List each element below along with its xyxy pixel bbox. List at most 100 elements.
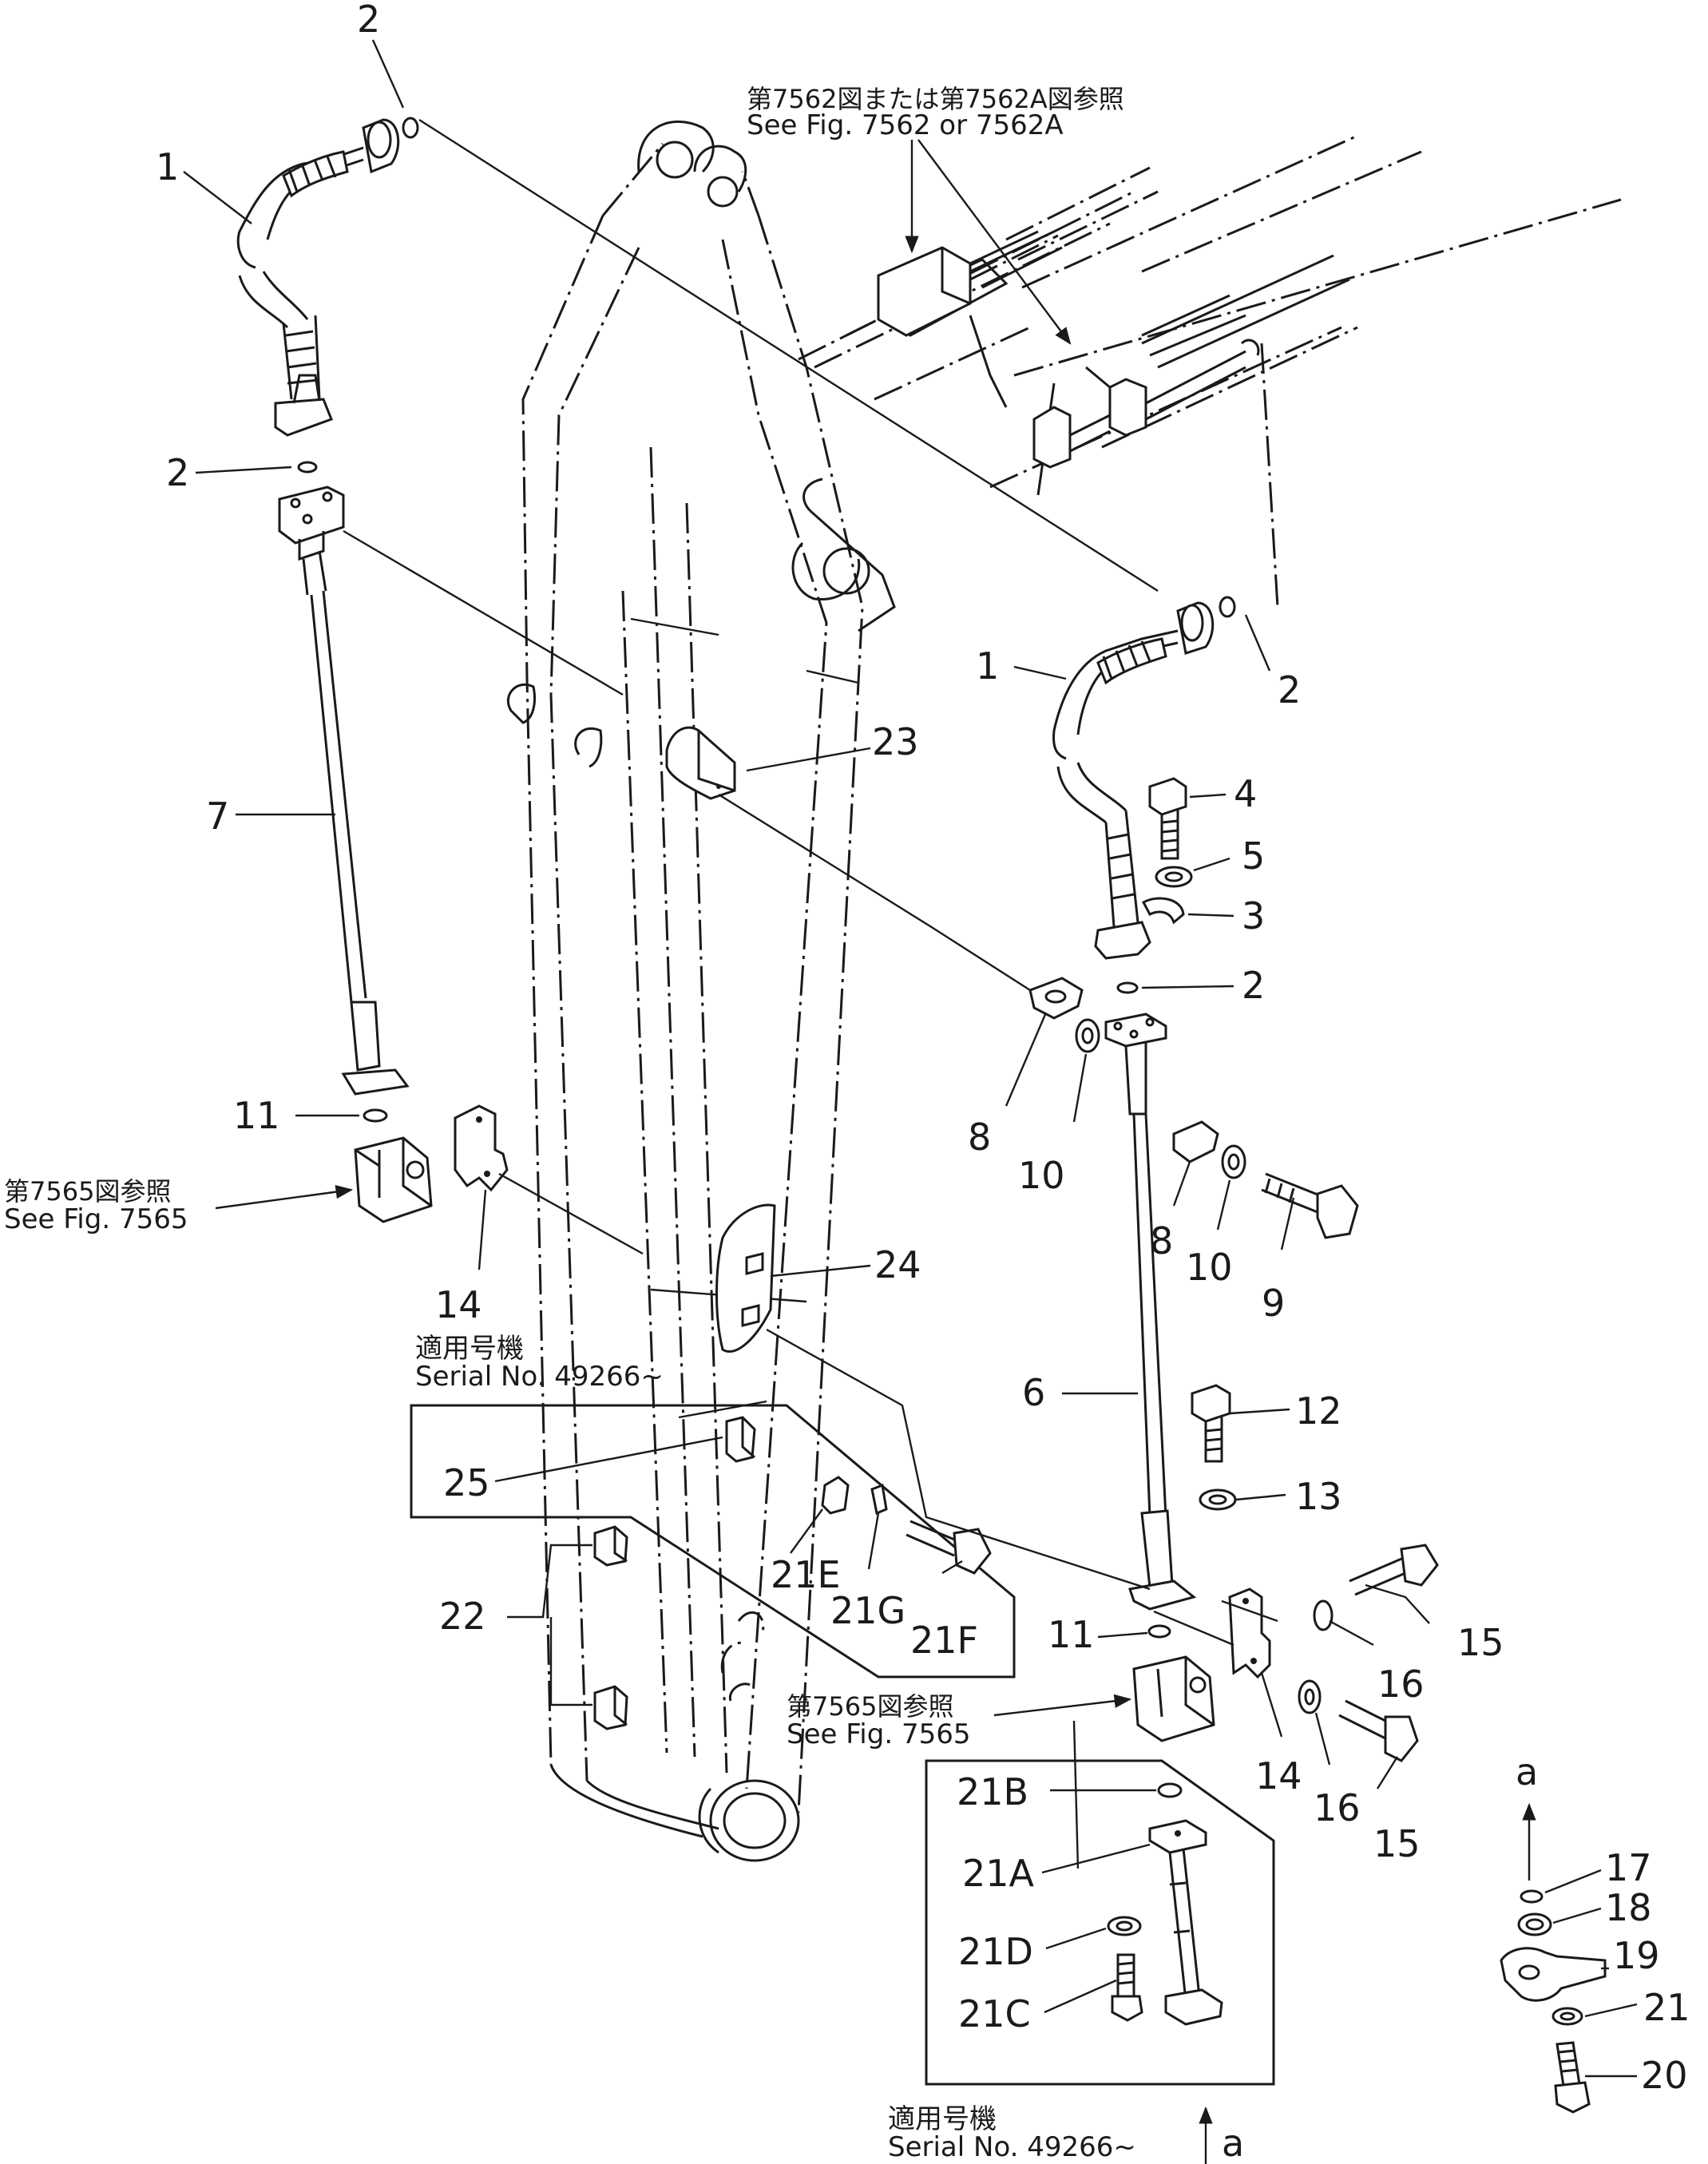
callout-2-left-mid: 2 — [166, 451, 189, 494]
ref-left-en: See Fig. 7565 — [4, 1203, 188, 1235]
callout-21-view-a: 21 — [1643, 1986, 1690, 2029]
callout-numbers: 1 2 2 7 11 14 23 1 2 4 5 3 2 8 10 8 10 9… — [156, 0, 1690, 2097]
clamp-8-lower — [1172, 1120, 1219, 1163]
oring-21b — [1157, 1782, 1183, 1798]
callout-24: 24 — [874, 1243, 921, 1286]
callout-20: 20 — [1641, 2054, 1688, 2097]
left-hose-lower-flange — [274, 398, 333, 437]
oring-17 — [1520, 1889, 1544, 1904]
callout-15-upper: 15 — [1457, 1621, 1504, 1664]
callout-1-right: 1 — [976, 644, 999, 688]
left-pipe-upper-flange — [278, 486, 345, 545]
callout-19: 19 — [1613, 1934, 1660, 1977]
left-oring-mid — [297, 461, 318, 474]
right-oring-top — [1219, 596, 1236, 618]
bolt-21f — [953, 1528, 992, 1575]
bolt-21c — [1111, 1995, 1143, 2022]
callout-21d: 21D — [958, 1930, 1033, 1973]
callout-9: 9 — [1262, 1282, 1285, 1325]
serial-box-lower — [925, 1759, 1275, 2086]
plate-24 — [715, 1203, 776, 1353]
callout-23: 23 — [872, 720, 919, 763]
ref-left-jp: 第7565図参照 — [4, 1176, 171, 1207]
serial-lower-en: Serial No. 49266~ — [888, 2131, 1136, 2163]
view-mark-lower: a — [1222, 2122, 1244, 2164]
right-hose-assembly — [1052, 596, 1271, 1742]
serial-box-upper — [410, 1404, 1016, 1678]
clamp-8-upper — [1028, 977, 1084, 1020]
washer-16-upper — [1313, 1599, 1334, 1631]
split-flange-19 — [1500, 1947, 1607, 2002]
ref-mid-jp: 第7565図参照 — [787, 1691, 953, 1722]
callout-5: 5 — [1242, 834, 1265, 878]
leader-lines — [183, 39, 1638, 2078]
ref-mid-en: See Fig. 7565 — [787, 1718, 970, 1750]
callout-21b: 21B — [957, 1770, 1028, 1813]
clip-21e — [821, 1476, 850, 1515]
serial-upper-jp: 適用号機 — [415, 1333, 524, 1365]
right-hose-lower-flange — [1094, 921, 1151, 960]
bolt-9 — [1316, 1184, 1359, 1239]
callout-14-left: 14 — [435, 1283, 482, 1326]
ref-top-jp: 第7562図または第7562A図参照 — [747, 84, 1124, 114]
hardware — [665, 726, 1439, 1762]
callout-16-lower: 16 — [1314, 1786, 1361, 1829]
left-bracket-14 — [454, 1104, 509, 1192]
callout-3: 3 — [1242, 894, 1265, 937]
serial-lower-jp: 適用号機 — [888, 2103, 997, 2135]
valve-flange-right — [1108, 378, 1147, 437]
left-pipe-lower-flange — [341, 1068, 410, 1096]
callout-1-left: 1 — [156, 145, 179, 188]
callout-8-upper: 8 — [968, 1116, 991, 1159]
callout-10-lower: 10 — [1186, 1246, 1233, 1289]
callout-21f: 21F — [910, 1619, 978, 1662]
callout-2-right-top: 2 — [1278, 668, 1301, 711]
callout-16-upper: 16 — [1377, 1663, 1425, 1706]
plate-21g — [870, 1483, 888, 1516]
right-bracket-14 — [1228, 1587, 1271, 1679]
callout-21g: 21G — [830, 1589, 906, 1632]
serial-variant-lower: 適用号機 Serial No. 49266~ — [888, 1759, 1275, 2163]
callout-8-lower: 8 — [1150, 1219, 1173, 1262]
callout-4: 4 — [1234, 772, 1257, 815]
callout-10-upper: 10 — [1018, 1154, 1065, 1197]
callout-2-right-mid: 2 — [1242, 964, 1265, 1007]
fig-7562-reference: 第7562図または第7562A図参照 See Fig. 7562 or 7562… — [747, 84, 1260, 469]
clips-22 — [593, 1525, 628, 1730]
bolt-20 — [1554, 2081, 1591, 2114]
right-oring-11 — [1147, 1624, 1171, 1639]
valve-flange-left — [1032, 406, 1072, 469]
bolt-15-upper — [1400, 1544, 1439, 1587]
ref-top-en: See Fig. 7562 or 7562A — [747, 109, 1064, 141]
bolt-15-lower — [1384, 1715, 1419, 1762]
pipe-21a-lower-flange — [1164, 1988, 1223, 2026]
left-oring-top — [402, 117, 419, 139]
callout-12: 12 — [1295, 1389, 1342, 1433]
callout-21c: 21C — [958, 1992, 1031, 2035]
callout-7: 7 — [206, 795, 229, 838]
callout-11-right: 11 — [1048, 1613, 1095, 1656]
serial-upper-en: Serial No. 49266~ — [415, 1361, 664, 1393]
boom-manifold-block — [877, 246, 972, 337]
callout-17: 17 — [1605, 1846, 1652, 1889]
callout-14-right: 14 — [1255, 1754, 1302, 1797]
left-valve-block — [354, 1136, 433, 1223]
callout-13: 13 — [1295, 1475, 1342, 1518]
callout-15-lower: 15 — [1373, 1822, 1421, 1865]
callout-21a: 21A — [962, 1852, 1035, 1895]
callout-11-left: 11 — [233, 1094, 280, 1137]
right-oring-mid — [1116, 981, 1139, 994]
view-mark-upper: a — [1516, 1750, 1538, 1793]
view-a-parts: a a — [1199, 1750, 1607, 2164]
right-valve-block — [1132, 1655, 1215, 1742]
serial-variant-upper: 適用号機 Serial No. 49266~ — [410, 1333, 1016, 1678]
bolt-12 — [1191, 1384, 1231, 1423]
callout-22: 22 — [439, 1595, 486, 1638]
callout-6: 6 — [1022, 1371, 1045, 1414]
callout-25: 25 — [443, 1461, 490, 1504]
callout-2-top: 2 — [357, 0, 380, 41]
bolt-4 — [1148, 777, 1187, 816]
left-oring-11 — [363, 1108, 388, 1123]
callout-18: 18 — [1605, 1886, 1652, 1929]
